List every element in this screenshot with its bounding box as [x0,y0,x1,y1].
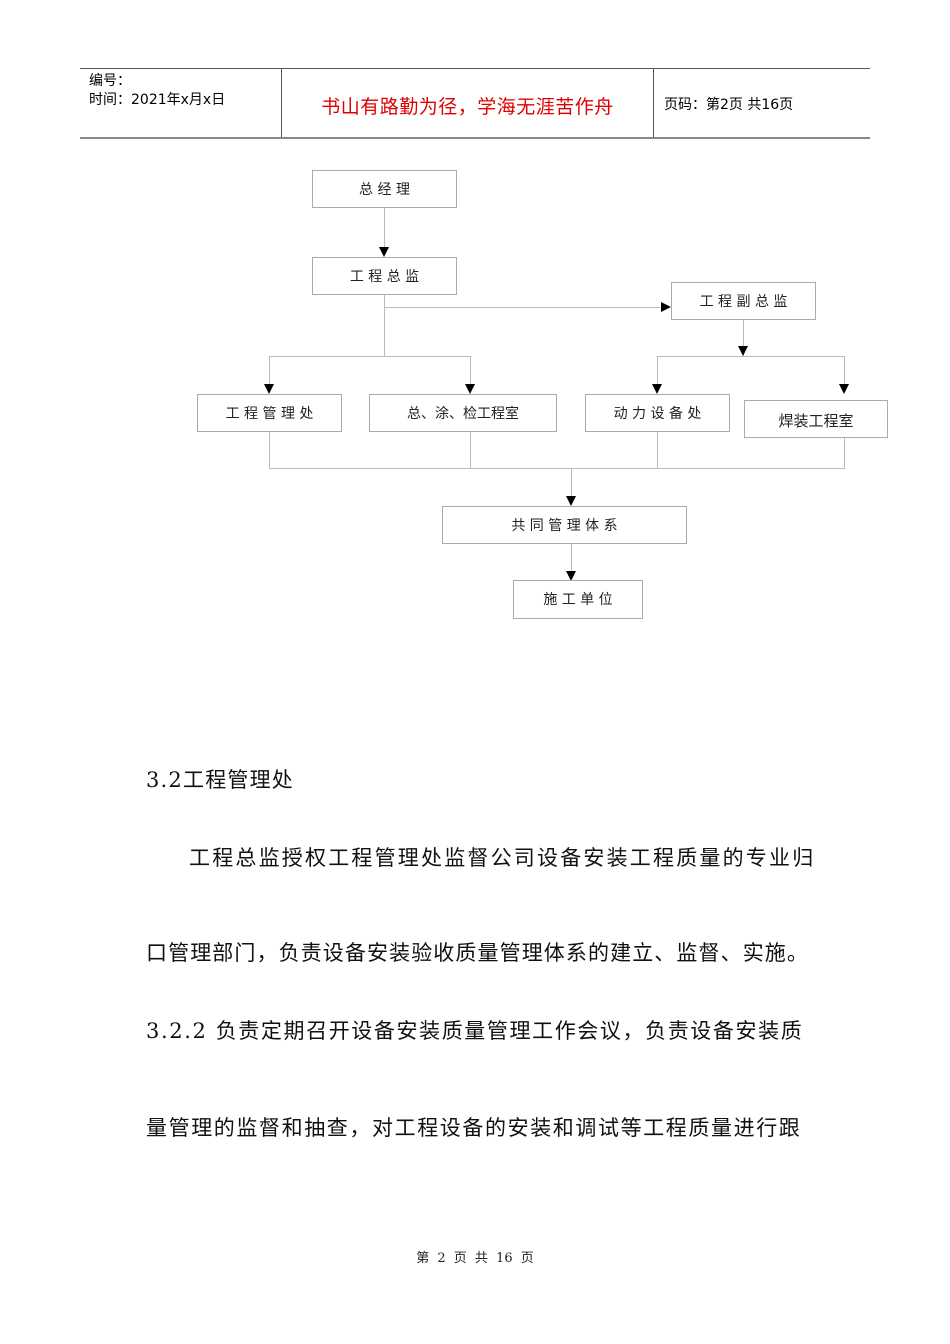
arrow-down-icon [566,571,576,581]
document-date-label: 时间：2021年x月x日 [89,92,226,108]
connector-line [269,432,270,468]
connector-line [384,295,385,356]
org-box-general-manager: 总 经 理 [312,170,457,208]
header-meta-cell: 编号： 时间：2021年x月x日 [80,69,282,137]
org-box-label: 焊装工程室 [778,412,854,430]
header-page-cell: 页码：第2页 共16页 [654,69,870,137]
org-box-engineering-management-office: 工 程 管 理 处 [197,394,342,432]
org-box-label: 施 工 单 位 [543,592,613,608]
paragraph-line: 3.2.2 负责定期召开设备安装质量管理工作会议，负责设备安装质 [146,1019,804,1043]
header-page-info: 页码：第2页 共16页 [664,97,794,113]
header-motto: 书山有路勤为径，学海无涯苦作舟 [321,96,614,118]
org-box-label: 总 经 理 [359,182,410,198]
org-box-power-equipment-office: 动 力 设 备 处 [585,394,730,432]
arrow-right-icon [661,302,671,312]
org-box-joint-management-system: 共 同 管 理 体 系 [442,506,687,544]
connector-line [844,438,845,468]
org-box-label: 动 力 设 备 处 [613,406,702,422]
paragraph-line: 量管理的监督和抽查，对工程设备的安装和调试等工程质量进行跟 [146,1116,802,1140]
connector-line [470,356,471,386]
connector-line [657,356,845,357]
header-motto-cell: 书山有路勤为径，学海无涯苦作舟 [282,69,654,137]
org-box-label: 工 程 副 总 监 [699,294,788,310]
org-box-label: 工 程 管 理 处 [225,406,314,422]
document-header: 编号： 时间：2021年x月x日 书山有路勤为径，学海无涯苦作舟 页码：第2页 … [80,68,870,139]
org-box-assembly-coating-inspection-office: 总、涂、检工程室 [369,394,557,432]
org-box-chief-supervisor: 工 程 总 监 [312,257,457,295]
org-box-construction-unit: 施 工 单 位 [513,580,643,619]
arrow-down-icon [652,384,662,394]
document-number-label: 编号： [89,73,131,89]
arrow-down-icon [566,496,576,506]
org-box-label: 工 程 总 监 [349,269,420,285]
connector-line [657,356,658,386]
connector-line [657,432,658,468]
org-box-label: 总、涂、检工程室 [407,406,519,422]
page-footer: 第 2 页 共 16 页 [416,1251,534,1266]
paragraph-line: 工程总监授权工程管理处监督公司设备安装工程质量的专业归 [189,846,816,870]
org-box-label: 共 同 管 理 体 系 [511,518,618,534]
arrow-down-icon [465,384,475,394]
arrow-down-icon [379,247,389,257]
connector-line [571,544,572,572]
arrow-down-icon [738,346,748,356]
paragraph-line: 口管理部门，负责设备安装验收质量管理体系的建立、监督、实施。 [146,941,809,965]
arrow-down-icon [264,384,274,394]
org-box-welding-assembly-office: 焊装工程室 [744,400,888,438]
org-box-deputy-chief-supervisor: 工 程 副 总 监 [671,282,816,320]
connector-line [269,356,471,357]
connector-line [571,468,572,498]
connector-line [384,208,385,248]
arrow-down-icon [839,384,849,394]
connector-line [384,307,660,308]
section-heading: 3.2工程管理处 [146,768,294,792]
connector-line [269,356,270,386]
connector-line [269,468,845,469]
connector-line [844,356,845,386]
connector-line [743,320,744,356]
connector-line [470,432,471,468]
